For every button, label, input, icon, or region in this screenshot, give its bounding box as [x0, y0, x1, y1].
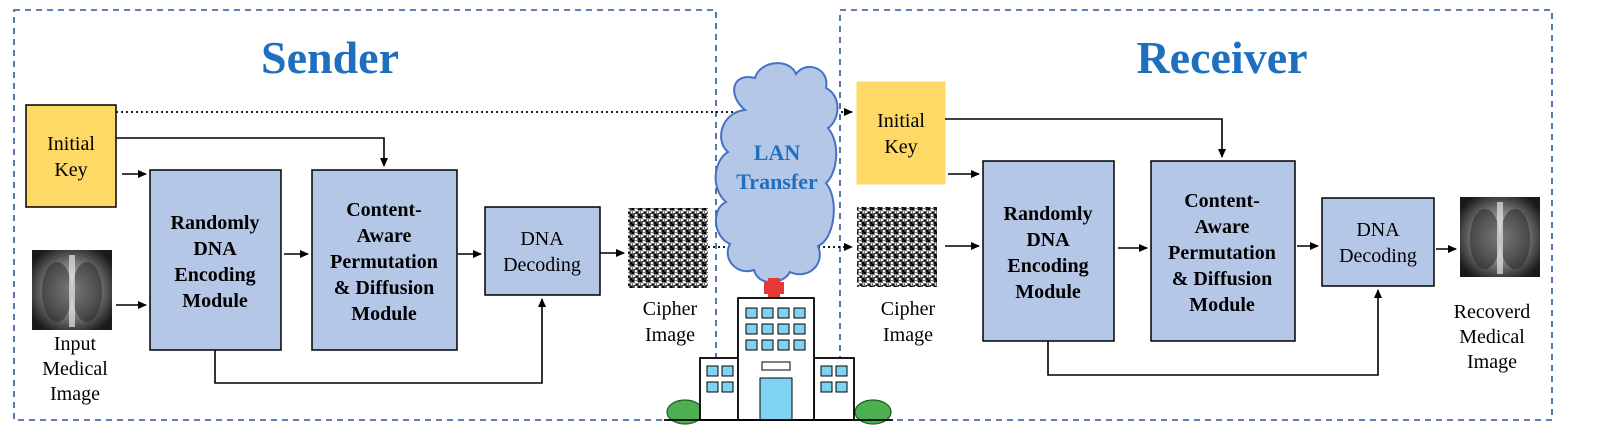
receiver-encoding-line1: Randomly: [1004, 203, 1093, 225]
receiver-encoding-module: [982, 160, 1115, 342]
recovered-label-line3: Image: [1467, 351, 1517, 373]
sender-decoding-box: [484, 206, 601, 296]
sender-title: Sender: [261, 32, 399, 83]
receiver-initial-key-box: [856, 81, 946, 185]
receiver-connectors: [945, 118, 1457, 376]
sender-initial-key-box: [25, 104, 117, 208]
receiver-encoding-line2: DNA: [1026, 229, 1070, 251]
receiver-cipher-label-line1: Cipher: [881, 298, 936, 320]
sender-initial-key-line2: Key: [54, 159, 87, 181]
input-label-line3: Image: [50, 383, 100, 405]
receiver-initial-key-line1: Initial: [877, 110, 925, 132]
sender-perm-line2: Aware: [357, 225, 412, 247]
sender-cipher-image: [628, 208, 708, 288]
sender-encoding-line2: DNA: [193, 238, 237, 260]
sender-permutation-module: [311, 169, 458, 351]
input-xray-image: [32, 250, 112, 330]
sender-perm-line5: Module: [351, 303, 417, 325]
sender-encoding-line3: Encoding: [174, 264, 255, 286]
recovered-label-line1: Recoverd: [1454, 301, 1531, 323]
lan-cloud: [714, 62, 839, 284]
receiver-cipher-label-line2: Image: [883, 324, 933, 346]
receiver-perm-line1: Content-: [1184, 190, 1260, 212]
lan-label-line1: LAN: [754, 140, 801, 165]
sender-encoding-module: [149, 169, 282, 351]
recovered-label-line2: Medical: [1459, 326, 1525, 348]
receiver-decoding-box: [1321, 197, 1435, 287]
sender-decoding-line2: Decoding: [503, 254, 581, 276]
sender-perm-line1: Content-: [346, 199, 422, 221]
receiver-border: [839, 9, 1553, 421]
sender-encoding-line4: Module: [182, 290, 248, 312]
receiver-initial-key-line2: Key: [884, 136, 917, 158]
input-label-line2: Medical: [42, 358, 108, 380]
receiver-perm-line3: Permutation: [1168, 242, 1276, 264]
sender-cipher-label-line1: Cipher: [643, 298, 698, 320]
receiver-decoding-line1: DNA: [1356, 219, 1400, 241]
receiver-title: Receiver: [1136, 32, 1307, 83]
sender-connectors: [116, 137, 625, 384]
receiver-cipher-image: [857, 207, 937, 287]
sender-perm-line3: Permutation: [330, 251, 438, 273]
recovered-xray-image: [1460, 197, 1540, 277]
receiver-decoding-line2: Decoding: [1339, 245, 1417, 267]
receiver-perm-line5: Module: [1189, 294, 1255, 316]
receiver-permutation-module: [1150, 160, 1296, 342]
sender-initial-key-line1: Initial: [47, 133, 95, 155]
receiver-encoding-line3: Encoding: [1007, 255, 1088, 277]
sender-cipher-label-line2: Image: [645, 324, 695, 346]
receiver-encoding-line4: Module: [1015, 281, 1081, 303]
sender-encoding-line1: Randomly: [171, 212, 260, 234]
sender-decoding-line1: DNA: [520, 228, 564, 250]
lan-label-line2: Transfer: [736, 169, 818, 194]
sender-perm-line4: & Diffusion: [334, 277, 435, 299]
receiver-perm-line2: Aware: [1195, 216, 1250, 238]
hospital-icon: [664, 278, 893, 425]
input-label-line1: Input: [54, 333, 97, 355]
receiver-perm-line4: & Diffusion: [1172, 268, 1273, 290]
